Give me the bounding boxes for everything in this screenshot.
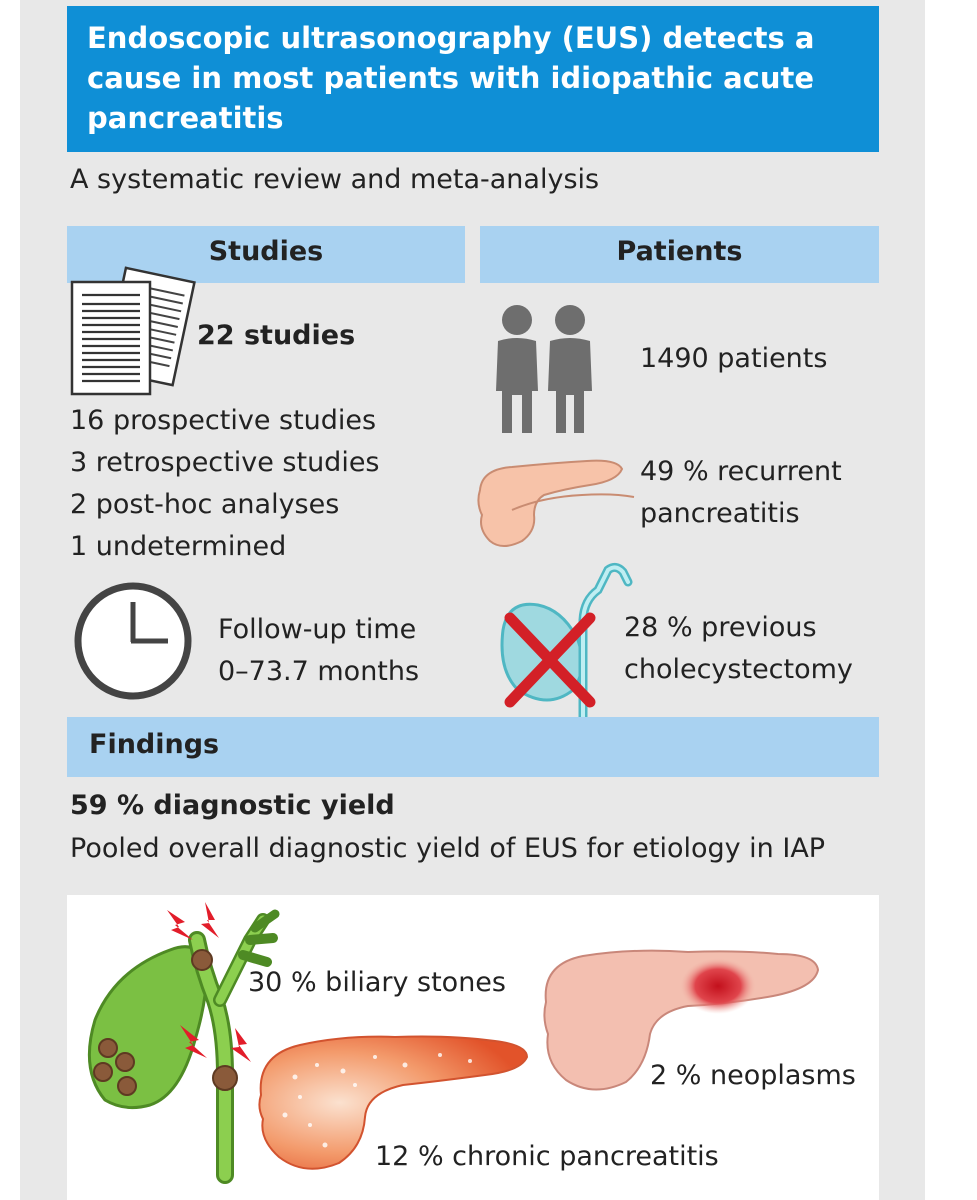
studies-breakdown-item: 3 retrospective studies (70, 447, 380, 478)
cholecystectomy-text: 28 % previous cholecystectomy (624, 607, 853, 691)
title-line-3: pancreatitis (87, 101, 284, 135)
cholecystectomy-label: cholecystectomy (624, 654, 853, 685)
pancreas-chronic-icon (258, 1035, 529, 1170)
cholecystectomy-percent: 28 % previous (624, 612, 817, 643)
biliary-stones-icon (87, 902, 280, 1184)
studies-count: 22 studies (197, 320, 356, 351)
recurrent-text: 49 % recurrent pancreatitis (640, 451, 842, 535)
neoplasms-text: 2 % neoplasms (650, 1060, 856, 1091)
pancreas-neoplasm-icon (543, 949, 820, 1091)
studies-breakdown-list: 16 prospective studies 3 retrospective s… (70, 400, 380, 568)
studies-breakdown-item: 2 post-hoc analyses (70, 489, 340, 520)
diagnostic-yield: 59 % diagnostic yield (70, 790, 395, 821)
people-icon (496, 305, 592, 433)
biliary-stones-text: 30 % biliary stones (248, 967, 506, 998)
diagnostic-yield-description: Pooled overall diagnostic yield of EUS f… (70, 833, 826, 864)
findings-header: Findings (67, 717, 879, 777)
followup-label: Follow-up time (218, 614, 417, 645)
studies-breakdown-item: 1 undetermined (70, 531, 287, 562)
patients-count: 1490 patients (640, 343, 828, 374)
followup-text: Follow-up time 0–73.7 months (218, 609, 419, 693)
patients-header: Patients (480, 226, 879, 283)
documents-icon (70, 266, 196, 396)
title-line-1: Endoscopic ultrasonography (EUS) detects… (87, 21, 815, 55)
studies-breakdown-item: 16 prospective studies (70, 405, 377, 436)
title-banner: Endoscopic ultrasonography (EUS) detects… (67, 6, 879, 152)
title-line-2: cause in most patients with idiopathic a… (87, 61, 815, 95)
gallbladder-crossed-icon (500, 562, 633, 723)
pancreas-icon (477, 459, 635, 547)
followup-range: 0–73.7 months (218, 656, 420, 687)
recurrent-label: pancreatitis (640, 498, 800, 529)
subtitle: A systematic review and meta-analysis (70, 164, 600, 195)
chronic-pancreatitis-text: 12 % chronic pancreatitis (375, 1141, 719, 1172)
recurrent-percent: 49 % recurrent (640, 456, 842, 487)
clock-icon (74, 582, 192, 700)
